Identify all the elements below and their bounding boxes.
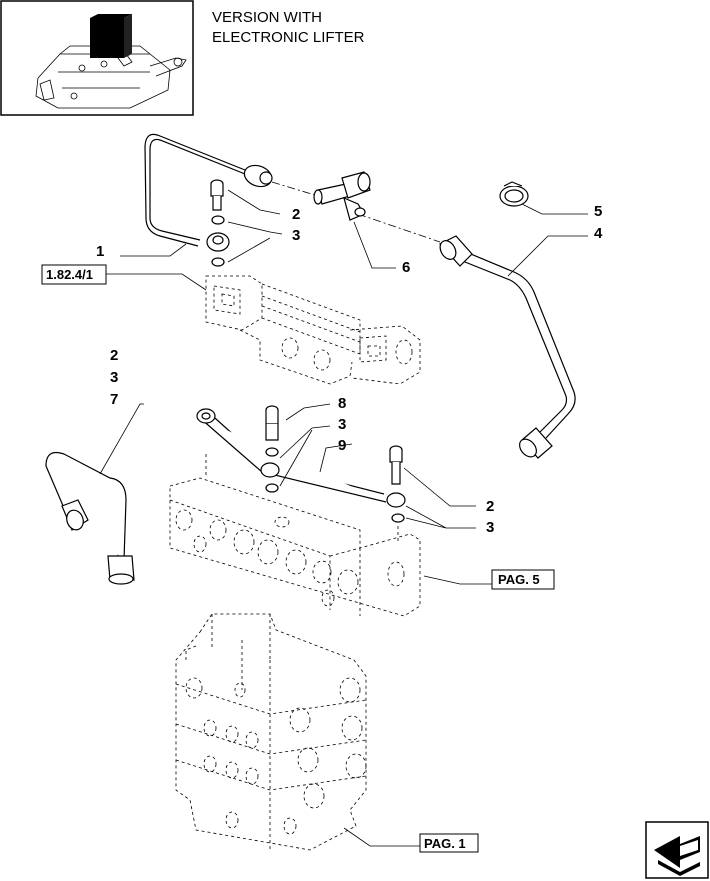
leader-ref-page1 [343,827,420,847]
callout-3b: 3 [110,369,118,386]
callout-2c: 2 [486,498,494,515]
callout-9: 9 [338,437,346,454]
callout-8: 8 [338,395,346,412]
pipe-part-4 [439,235,576,459]
callout-1: 1 [96,243,104,260]
pipe-part-9 [196,408,406,508]
callout-6: 6 [402,259,410,276]
sealing-washer-part-3-upper [211,215,225,267]
pipe-part-7 [45,451,135,585]
adapter-part-8 [265,405,279,441]
callout-5: 5 [594,203,602,220]
leader-1 [120,243,187,257]
leader-2a [227,189,281,215]
pipe-part-1 [144,133,273,252]
leader-6 [353,221,396,269]
distributor-block [169,454,421,617]
leader-2c [403,467,476,507]
leader-3c [279,425,331,487]
tractor-rear-lifter-thumbnail-icon [35,14,187,109]
reference-box-group[interactable]: 1.82.4/1 [41,264,107,285]
leader-4 [507,235,588,277]
sealing-washers-part-3-lower [265,447,405,523]
reference-label-page5: PAG. 5 [498,572,540,587]
callout-3c: 3 [338,416,346,433]
leader-8 [285,403,331,421]
callout-3d: 3 [486,519,494,536]
thumbnail-frame [0,0,194,116]
reference-box-page1[interactable]: PAG. 1 [419,833,479,853]
leader-7 [99,403,144,475]
leader-9 [319,443,353,473]
callout-2a: 2 [292,206,300,223]
leader-3a [227,221,283,263]
header-title-line2: ELECTRONIC LIFTER [212,29,365,46]
callout-7: 7 [110,391,118,408]
callout-4: 4 [594,225,603,242]
header-title-line1: VERSION WITH [212,9,322,26]
leader-ref-group [106,273,207,291]
control-valve-stack [175,613,367,851]
reference-box-page5[interactable]: PAG. 5 [491,569,555,590]
reference-label-group: 1.82.4/1 [46,267,93,282]
leader-3d [405,505,476,529]
leader-5 [521,203,588,215]
callout-2b: 2 [110,347,118,364]
callout-3a: 3 [292,227,300,244]
tee-fitting-part-6 [313,171,371,221]
reference-label-page1: PAG. 1 [424,836,466,851]
hose-clamp-part-5 [499,181,529,207]
banjo-screw-part-2-lower [389,445,403,485]
electro-valve-assembly [205,275,421,385]
next-page-arrow-icon[interactable] [645,821,709,879]
banjo-screw-part-2-upper [210,179,224,211]
leader-ref-page5 [423,575,492,585]
